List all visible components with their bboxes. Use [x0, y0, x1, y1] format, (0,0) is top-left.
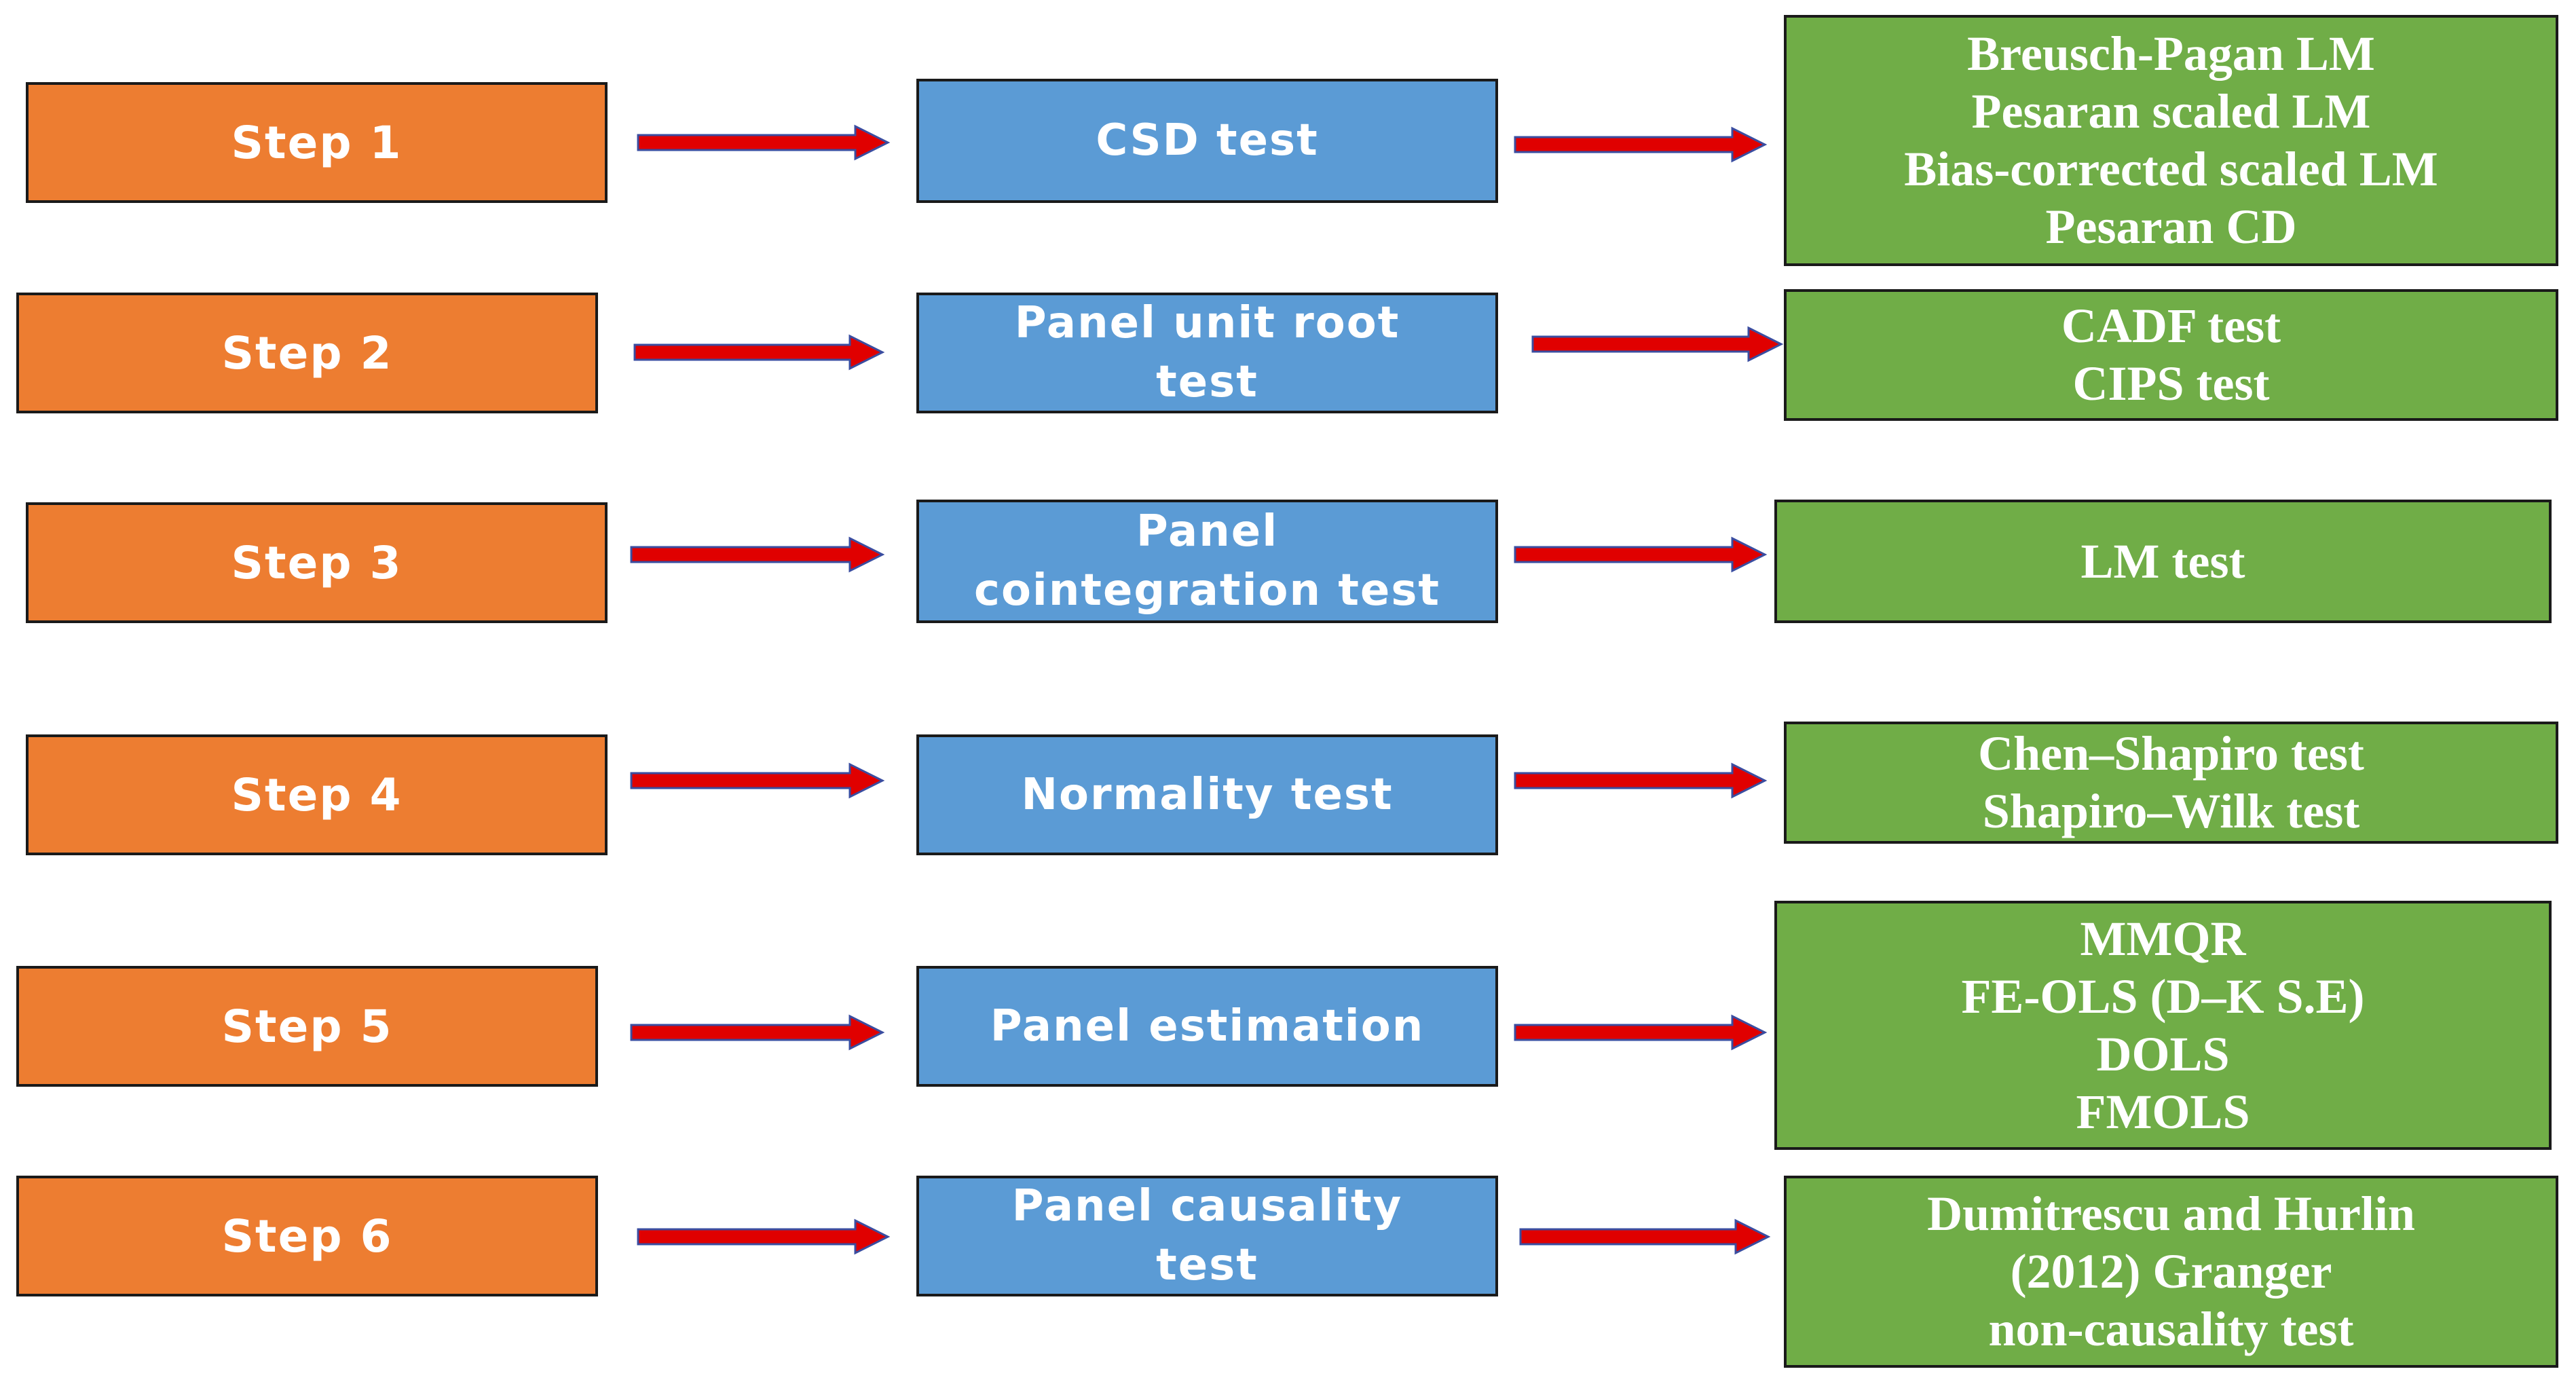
method-1-line-1: Breusch-Pagan LM — [1967, 26, 2375, 81]
method-5-line-2: FE-OLS (D–K S.E) — [1961, 969, 2365, 1024]
step-5-label: Step 5 — [221, 1000, 393, 1053]
test-3-line-2: cointegration test — [974, 565, 1440, 616]
method-1-line-2: Pesaran scaled LM — [1971, 84, 2371, 138]
cointegration-test-box: Panel cointegration test — [916, 500, 1498, 623]
arrow-step6-to-test — [637, 1218, 891, 1255]
arrow-step1-to-test — [637, 124, 891, 161]
step-3-box: Step 3 — [26, 502, 608, 623]
test-1-line-1: CSD test — [1096, 115, 1319, 166]
csd-test-box: CSD test — [916, 79, 1498, 203]
test-5-line-1: Panel estimation — [990, 1001, 1425, 1051]
method-2-line-1: CADF test — [2061, 299, 2281, 353]
unit-root-test-box: Panel unit root test — [916, 293, 1498, 413]
method-2-line-2: CIPS test — [2072, 356, 2270, 411]
arrow-step2-to-test — [633, 334, 885, 371]
test-3-line-1: Panel — [1136, 506, 1279, 557]
step-1-label: Step 1 — [231, 116, 403, 169]
panel-estimation-box: Panel estimation — [916, 966, 1498, 1087]
step-6-label: Step 6 — [221, 1210, 393, 1263]
estimation-methods-box: MMQR FE-OLS (D–K S.E) DOLS FMOLS — [1774, 901, 2552, 1150]
arrow-test4-to-methods — [1514, 762, 1768, 799]
arrow-step3-to-test — [630, 536, 885, 573]
method-6-line-3: non-causality test — [1988, 1302, 2354, 1356]
normality-methods-box: Chen–Shapiro test Shapiro–Wilk test — [1784, 722, 2558, 844]
step-2-box: Step 2 — [16, 293, 598, 413]
arrow-test2-to-methods — [1531, 326, 1784, 362]
causality-test-box: Panel causality test — [916, 1176, 1498, 1296]
arrow-test1-to-methods — [1514, 126, 1768, 163]
csd-methods-box: Breusch-Pagan LM Pesaran scaled LM Bias-… — [1784, 15, 2558, 266]
step-4-box: Step 4 — [26, 734, 608, 855]
method-6-line-2: (2012) Granger — [2010, 1244, 2332, 1299]
step-5-box: Step 5 — [16, 966, 598, 1087]
method-1-line-3: Bias-corrected scaled LM — [1904, 142, 2438, 196]
method-5-line-3: DOLS — [2096, 1026, 2230, 1081]
step-2-label: Step 2 — [221, 326, 393, 379]
arrow-step4-to-test — [630, 762, 885, 799]
test-2-line-1: Panel unit root — [1014, 298, 1400, 348]
method-6-line-1: Dumitrescu and Hurlin — [1927, 1187, 2415, 1241]
step-1-box: Step 1 — [26, 82, 608, 203]
arrow-test6-to-methods — [1519, 1218, 1771, 1255]
step-6-box: Step 6 — [16, 1176, 598, 1296]
unit-root-methods-box: CADF test CIPS test — [1784, 289, 2558, 421]
arrow-test3-to-methods — [1514, 536, 1768, 573]
method-4-line-1: Chen–Shapiro test — [1978, 726, 2364, 781]
causality-methods-box: Dumitrescu and Hurlin (2012) Granger non… — [1784, 1176, 2558, 1368]
step-3-label: Step 3 — [231, 536, 403, 589]
cointegration-methods-box: LM test — [1774, 500, 2552, 623]
method-1-line-4: Pesaran CD — [2045, 200, 2297, 254]
arrow-test5-to-methods — [1514, 1014, 1768, 1051]
normality-test-box: Normality test — [916, 734, 1498, 855]
step-4-label: Step 4 — [231, 768, 403, 821]
test-2-line-2: test — [1156, 357, 1258, 407]
method-4-line-2: Shapiro–Wilk test — [1982, 784, 2360, 838]
test-6-line-1: Panel causality — [1011, 1181, 1403, 1231]
arrow-step5-to-test — [630, 1014, 885, 1051]
test-6-line-2: test — [1156, 1240, 1258, 1290]
test-4-line-1: Normality test — [1021, 769, 1394, 820]
method-5-line-1: MMQR — [2080, 911, 2246, 966]
method-3-line-1: LM test — [2080, 534, 2245, 589]
method-5-line-4: FMOLS — [2076, 1084, 2250, 1139]
